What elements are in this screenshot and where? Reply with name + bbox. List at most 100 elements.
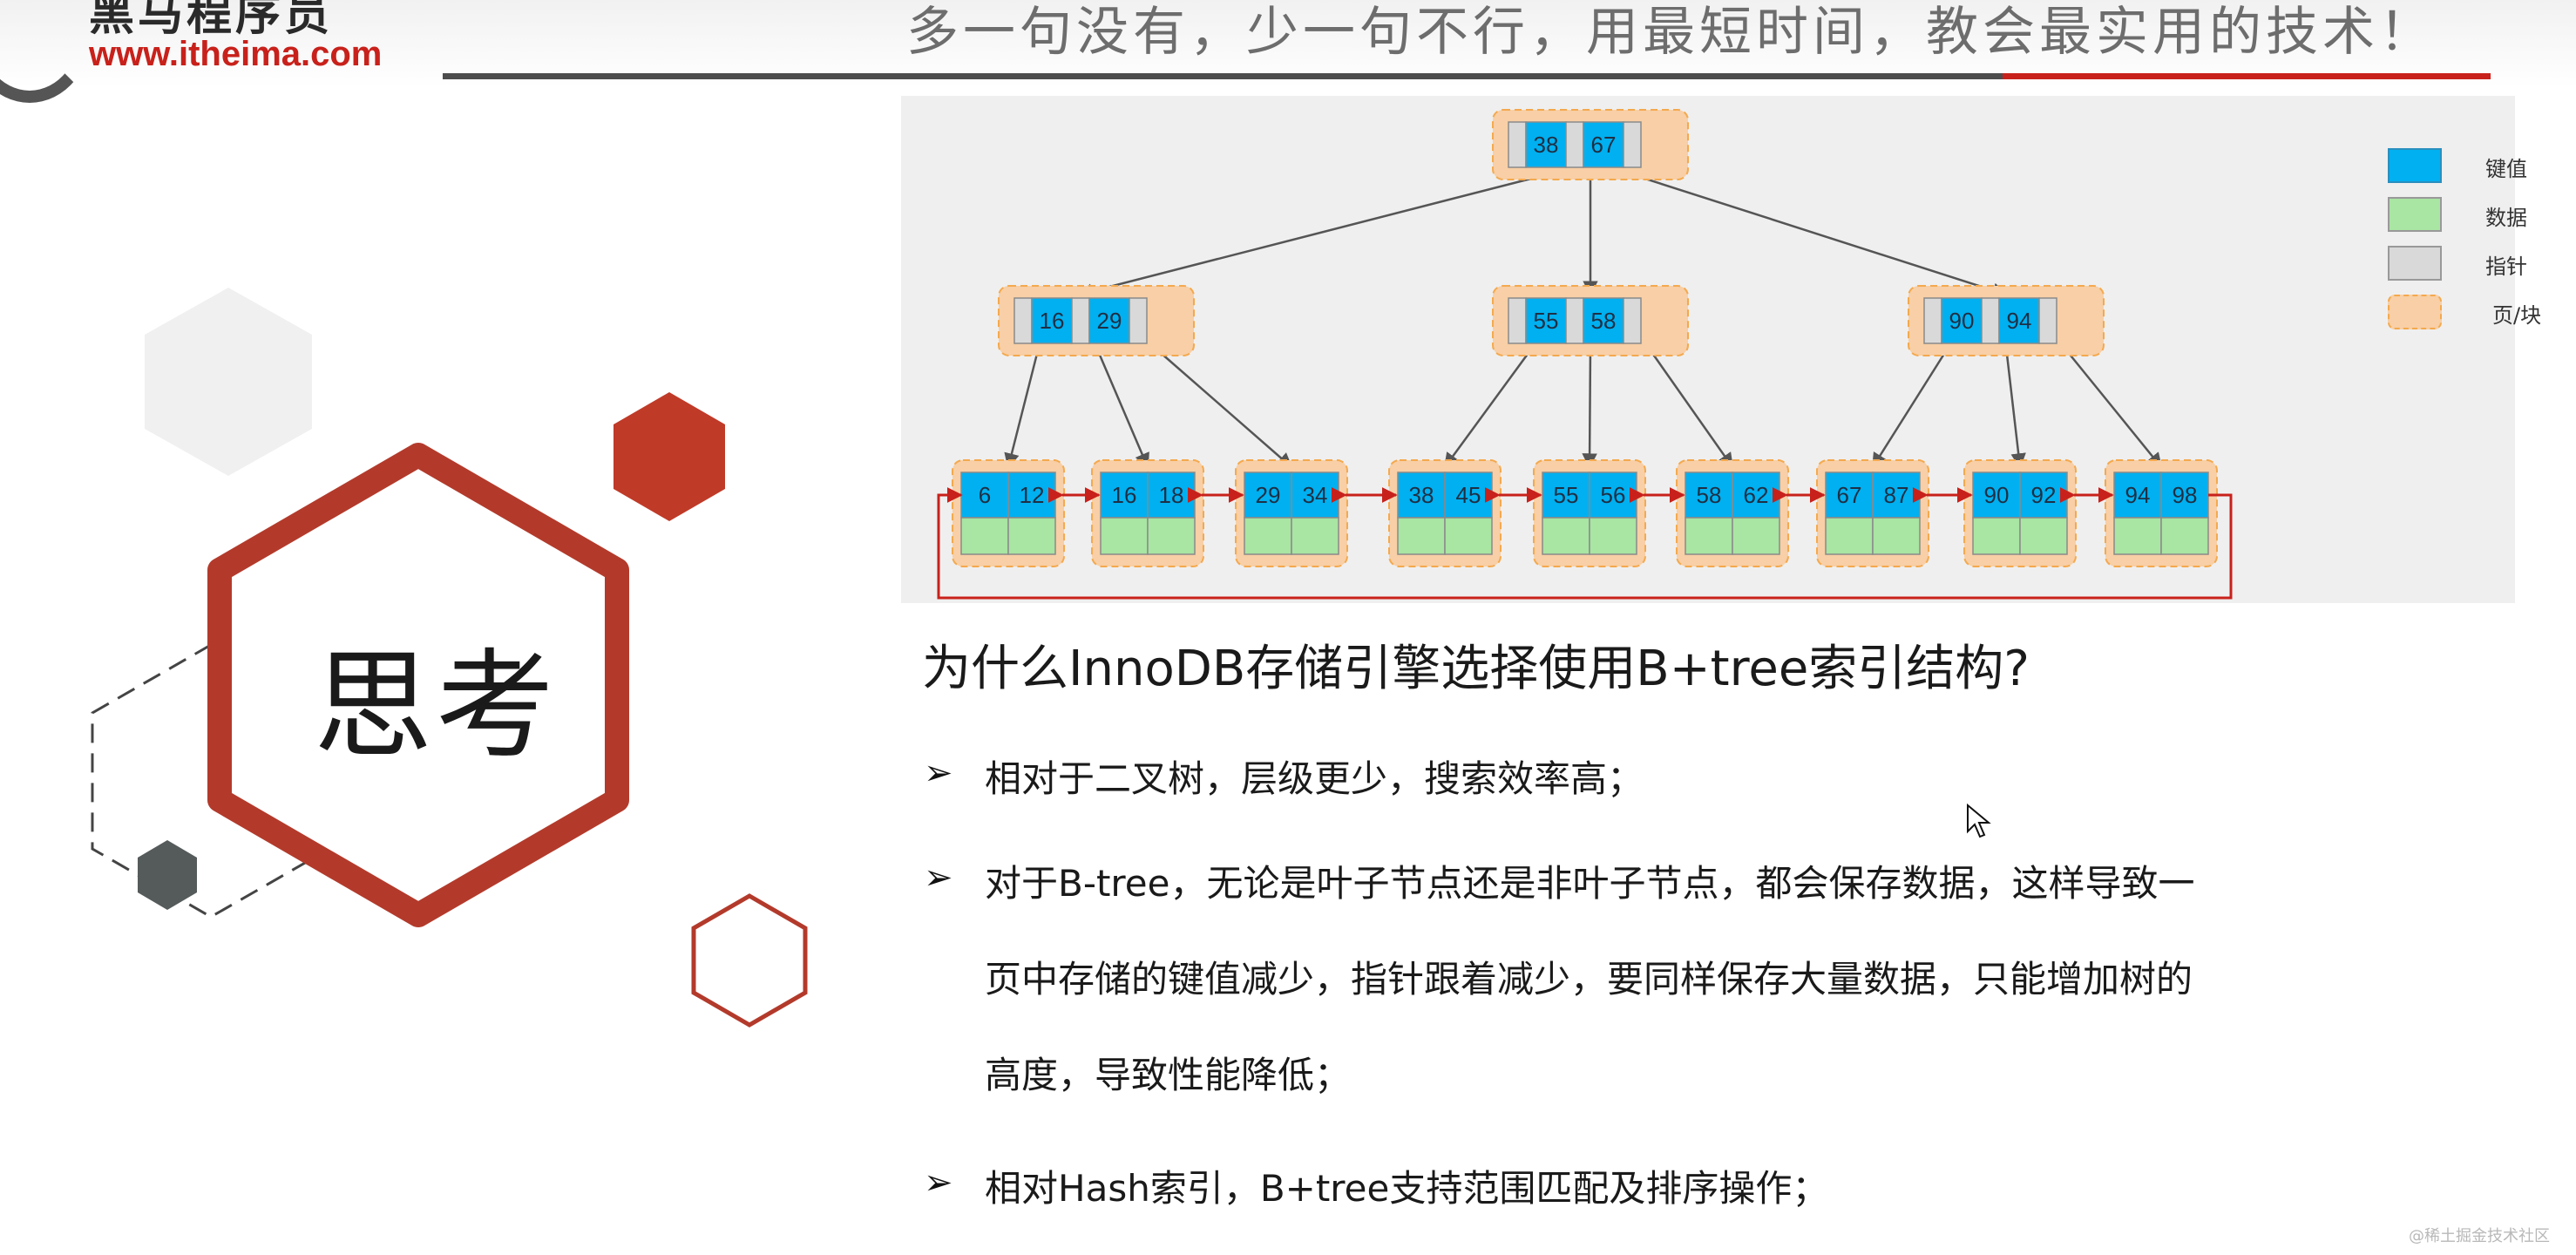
pointer-cell [1129, 297, 1148, 344]
internal-to-leaf-edge [1646, 346, 1734, 469]
large-red-hexagon [207, 443, 629, 927]
brand-name: 黑马程序员 [89, 0, 334, 41]
key-value-label: 87 [1884, 482, 1909, 508]
key-value-label: 38 [1534, 132, 1559, 158]
header-rule [443, 73, 2003, 79]
key-value-label: 18 [1159, 482, 1184, 508]
leaf-data-cell [1007, 517, 1056, 555]
key-cell [1525, 297, 1567, 344]
leaf-data-cell [1685, 517, 1733, 555]
key-value-label: 92 [2031, 482, 2057, 508]
page-swatch-icon [2388, 295, 2442, 329]
leaf-data-cell [1147, 517, 1196, 555]
internal-to-leaf-edge [1153, 346, 1293, 469]
hexagon-decoration [91, 288, 808, 1028]
key-cell [1583, 121, 1624, 168]
key-cell [1998, 297, 2040, 344]
legend-label: 键值 [2485, 157, 2527, 181]
pointer-cell [1623, 297, 1642, 344]
bullet-arrow-icon: ➢ [924, 753, 953, 793]
root-edge-right [1625, 171, 2008, 298]
leaf-data-cell [2019, 517, 2068, 555]
key-value-label: 94 [2007, 308, 2032, 334]
key-value-label: 67 [1591, 132, 1617, 158]
key-value-label: 55 [1534, 308, 1559, 334]
internal-to-leaf-edge [1871, 346, 1950, 469]
small-dark-hexagon [138, 840, 197, 910]
key-value-label: 34 [1303, 482, 1328, 508]
pointer-cell [1565, 297, 1584, 344]
brand-url: www.itheima.com [89, 35, 383, 73]
pointer-cell [1623, 121, 1642, 168]
leaf-data-cell [2160, 517, 2209, 555]
faint-hexagon [145, 288, 312, 476]
slogan: 多一句没有，少一句不行，用最短时间，教会最实用的技术！ [906, 2, 2436, 63]
internal-to-leaf-edge [2063, 346, 2163, 469]
mouse-cursor-icon [1967, 804, 1991, 838]
internal-to-leaf-edge [1004, 346, 1041, 469]
pointer-cell [1013, 297, 1033, 344]
leaf-data-cell [1291, 517, 1339, 555]
key-value-label: 94 [2125, 482, 2151, 508]
small-red-hexagon [613, 392, 725, 521]
pointer-cell [1508, 121, 1527, 168]
leaf-key-cell [1244, 471, 1292, 519]
leaf-data-cell [1872, 517, 1921, 555]
pointer-swatch-icon [2388, 246, 2442, 281]
leaf-circular-link [937, 487, 2233, 600]
think-title: 思考 [314, 638, 558, 776]
leaf-data-cell [2113, 517, 2162, 555]
internal-to-leaf-edge [2004, 346, 2026, 469]
root-edge-left [1077, 171, 1556, 299]
key-value-label: 90 [1984, 482, 2010, 508]
leaf-key-cell [1100, 471, 1149, 519]
outline-red-hexagon [691, 893, 808, 1028]
internal-to-leaf-edge [1443, 346, 1535, 469]
leaf-data-cell [960, 517, 1009, 555]
key-value-label: 16 [1040, 308, 1065, 334]
legend-label: 指针 [2485, 254, 2527, 279]
leaf-data-cell [1972, 517, 2021, 555]
leaf-data-cell [1444, 517, 1493, 555]
leaf-key-cell [1007, 471, 1056, 519]
leaf-data-cell [1732, 517, 1780, 555]
leaf-key-cell [1872, 471, 1921, 519]
leaf-data-cell [1542, 517, 1590, 555]
leaf-data-cell [1589, 517, 1637, 555]
leaf-key-cell [1589, 471, 1637, 519]
key-value-label: 55 [1554, 482, 1579, 508]
legend-label: 页/块 [2492, 303, 2542, 328]
key-cell [1525, 121, 1567, 168]
internal-to-leaf-edge [1095, 346, 1149, 469]
key-value-label: 16 [1112, 482, 1137, 508]
point-2-line-2: 页中存储的键值减少，指针跟着减少，要同样保存大量数据，只能增加树的 [985, 958, 2193, 1001]
pointer-cell [1565, 121, 1584, 168]
question-heading: 为什么InnoDB存储引擎选择使用B+tree索引结构? [922, 641, 2030, 697]
leaf-key-cell [1444, 471, 1493, 519]
key-value-label: 29 [1256, 482, 1281, 508]
key-cell [1088, 297, 1130, 344]
leaf-data-cell [1397, 517, 1446, 555]
legend-label: 数据 [2485, 206, 2527, 230]
key-value-label: 56 [1601, 482, 1626, 508]
header-rule-accent [2003, 73, 2491, 79]
key-value-label: 62 [1744, 482, 1769, 508]
leaf-key-cell [1685, 471, 1733, 519]
header-bar: 黑马程序员 www.itheima.com 多一句没有，少一句不行，用最短时间，… [0, 0, 2576, 103]
pointer-cell [1508, 297, 1527, 344]
data-swatch-icon [2388, 197, 2442, 232]
point-1: 相对于二叉树，层级更少，搜索效率高； [985, 757, 1644, 800]
pointer-cell [2038, 297, 2057, 344]
bullet-arrow-icon: ➢ [924, 1163, 953, 1203]
point-3: 相对Hash索引，B+tree支持范围匹配及排序操作； [985, 1167, 1829, 1210]
leaf-key-cell [1732, 471, 1780, 519]
key-value-label: 38 [1409, 482, 1434, 508]
bullet-arrow-icon: ➢ [924, 858, 953, 898]
key-value-label: 90 [1949, 308, 1975, 334]
leaf-data-cell [1100, 517, 1149, 555]
point-2-line-3: 高度，导致性能降低； [985, 1054, 1352, 1096]
key-value-label: 12 [1020, 482, 1045, 508]
key-swatch-icon [2388, 148, 2442, 183]
